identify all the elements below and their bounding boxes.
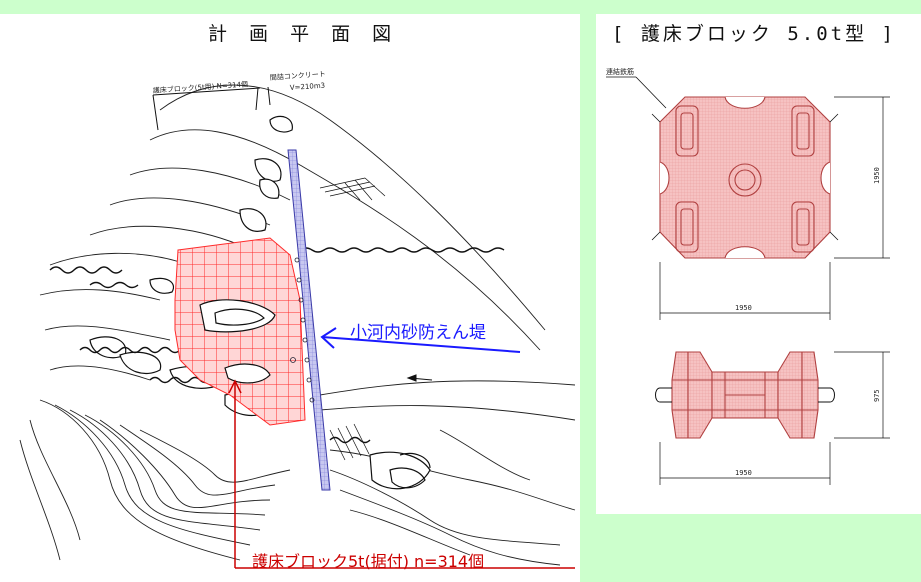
dam-label: 小河内砂防えん堤 [350,323,486,343]
flow-arrow [406,374,433,382]
top-width-dim: 1950 [735,304,752,312]
plan-title: 計 画 平 面 図 [208,23,400,45]
block-callout-leader [228,379,575,569]
side-rebar-hooks [655,387,835,403]
floor-block-label: 護床ブロック5t(据付) n=314個 [252,552,485,571]
note-volume: V=210m3 [290,82,326,92]
block-side-view [671,351,819,439]
note-leaders [152,86,271,131]
block-detail-drawing: 連結鉄筋 195 [606,67,890,485]
block-detail-title: [ 護床ブロック 5.0t型 ] [612,23,896,45]
note-floor-block: 護床ブロック(5t用) N=314個 [153,79,249,95]
dam-markers [290,257,315,403]
side-height-dim: 975 [873,389,881,402]
top-view-dimensions [659,96,890,320]
top-height-dim: 1950 [873,167,881,184]
rebar-leader [606,76,667,109]
sabo-dam [287,149,331,491]
slope-hatching [319,177,386,461]
side-width-dim: 1950 [735,469,752,477]
block-top-view [659,96,831,259]
dam-callout-arrow [320,327,521,353]
side-view-dimensions [659,351,890,485]
rebar-label: 連結鉄筋 [606,67,634,76]
plan-drawing: 護床ブロック(5t用) N=314個 間詰コンクリート V=210m3 [19,69,576,569]
note-infill-concrete: 間詰コンクリート [270,69,326,82]
